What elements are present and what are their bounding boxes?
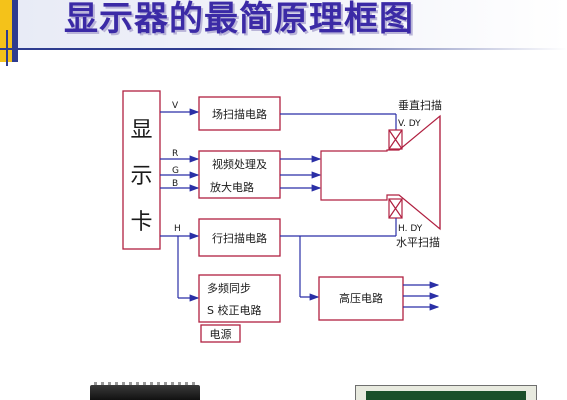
- high-voltage-label: 高压电路: [339, 291, 383, 305]
- display-card-label-3: 卡: [130, 210, 152, 235]
- video-process-box: [198, 150, 281, 199]
- video-process-label-1: 视频处理及: [212, 157, 267, 171]
- signal-v: V: [172, 101, 179, 111]
- line-scan-label: 行扫描电路: [212, 231, 267, 245]
- display-card-label-2: 示: [130, 164, 152, 189]
- crt-tube: [320, 114, 441, 231]
- multisync-label-2: S 校正电路: [207, 303, 261, 317]
- header-band: [18, 0, 567, 50]
- header-accent-blue: [12, 0, 18, 62]
- high-voltage-box: [318, 276, 404, 321]
- hdy-label: H. DY: [398, 224, 423, 234]
- vertical-scan-label: 垂直扫描: [398, 98, 442, 112]
- line-scan-box: [198, 218, 281, 257]
- vdy-label: V. DY: [398, 119, 421, 129]
- display-card-label-1: 显: [130, 118, 152, 143]
- circuit-board-image: [355, 385, 537, 400]
- signal-b: B: [172, 179, 178, 189]
- vdy-coil: [388, 129, 403, 150]
- slide-title: 显示器的最简原理框图: [64, 0, 414, 39]
- multisync-box: [198, 274, 281, 323]
- display-card-box: [122, 90, 161, 250]
- field-scan-label: 场扫描电路: [212, 107, 267, 121]
- header-underline: [0, 48, 567, 50]
- signal-r: R: [172, 149, 178, 159]
- horizontal-scan-label: 水平扫描: [396, 235, 440, 249]
- vdy-coil-x2: [388, 129, 403, 150]
- header-vertical-line: [6, 30, 8, 66]
- graphics-chip-image: [90, 382, 200, 400]
- hdy-coil-x2: [388, 198, 403, 219]
- video-process-label-2: 放大电路: [210, 180, 254, 194]
- multisync-label-1: 多频同步: [207, 281, 251, 295]
- power-label: 电源: [210, 327, 232, 341]
- signal-h: H: [174, 224, 181, 234]
- signal-g: G: [172, 166, 179, 176]
- power-box: [200, 324, 241, 343]
